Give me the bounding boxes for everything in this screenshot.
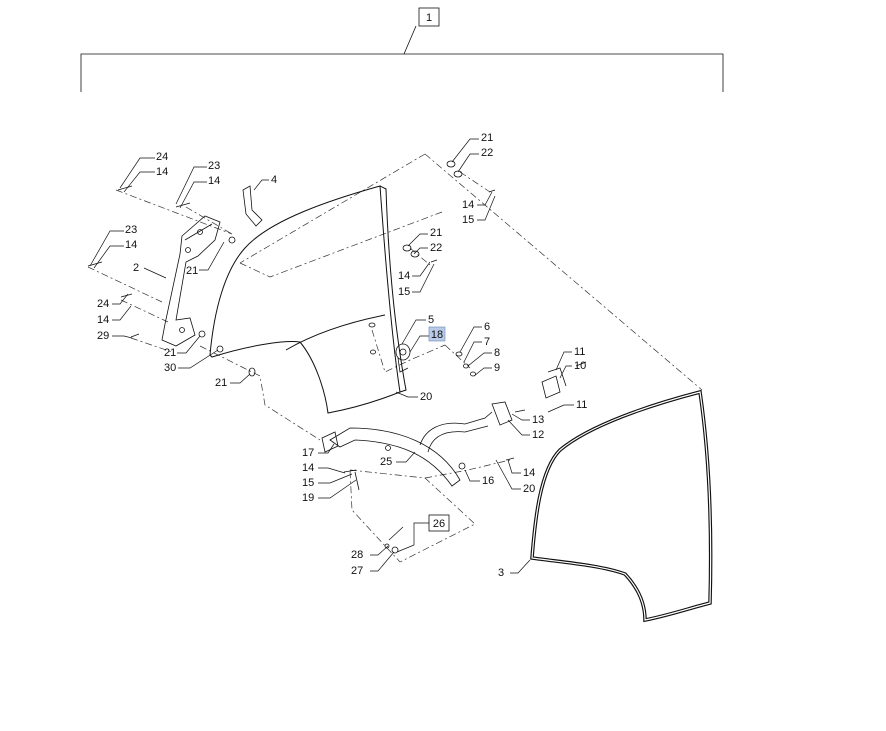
leader-lines xyxy=(89,138,574,574)
callout-label[interactable]: 24 xyxy=(97,298,109,310)
bracket-4[interactable] xyxy=(242,185,263,227)
callout-1[interactable]: 1 xyxy=(426,12,432,24)
callout-label[interactable]: 12 xyxy=(532,429,544,441)
callout-label[interactable]: 14 xyxy=(125,239,137,251)
kit-callout: 26 xyxy=(388,514,450,553)
callout-18[interactable]: 18 xyxy=(431,329,443,341)
callout-26[interactable]: 26 xyxy=(433,518,445,530)
latch[interactable] xyxy=(541,367,567,399)
callout-label[interactable]: 11 xyxy=(574,346,585,358)
callout-label[interactable]: 5 xyxy=(428,314,434,326)
callout-label[interactable]: 14 xyxy=(523,467,535,479)
assembly-bracket: 1 xyxy=(80,7,724,92)
callout-label[interactable]: 22 xyxy=(430,242,442,254)
fasteners xyxy=(87,160,587,554)
callout-label[interactable]: 28 xyxy=(351,549,363,561)
callout-label[interactable]: 20 xyxy=(420,391,432,403)
callout-label[interactable]: 15 xyxy=(302,477,314,489)
callout-label[interactable]: 9 xyxy=(494,362,500,374)
callout-label[interactable]: 21 xyxy=(430,227,442,239)
hinge[interactable] xyxy=(161,215,221,347)
callout-label[interactable]: 3 xyxy=(498,567,504,579)
callout-label[interactable]: 29 xyxy=(97,330,109,342)
callout-label[interactable]: 14 xyxy=(97,314,109,326)
callout-label[interactable]: 14 xyxy=(302,462,314,474)
callout-label[interactable]: 6 xyxy=(484,321,490,333)
regulator-arm[interactable] xyxy=(321,401,513,487)
callout-label[interactable]: 21 xyxy=(186,265,198,277)
callout-label[interactable]: 30 xyxy=(164,362,176,374)
callout-label[interactable]: 14 xyxy=(208,175,220,187)
callout-label[interactable]: 20 xyxy=(523,483,535,495)
door-seal[interactable] xyxy=(530,389,713,623)
callout-label[interactable]: 19 xyxy=(302,492,314,504)
callout-labels: 24 14 23 14 4 21 22 14 15 23 14 2 21 21 … xyxy=(97,132,587,579)
callout-label[interactable]: 27 xyxy=(351,565,363,577)
callout-label[interactable]: 14 xyxy=(156,166,168,178)
callout-label[interactable]: 21 xyxy=(481,132,493,144)
callout-box-1[interactable] xyxy=(418,7,440,27)
alignment-lines xyxy=(87,153,703,563)
callout-label[interactable]: 17 xyxy=(302,447,314,459)
callout-label[interactable]: 21 xyxy=(164,347,176,359)
callout-label[interactable]: 21 xyxy=(215,377,227,389)
callout-label[interactable]: 4 xyxy=(271,174,277,186)
callout-label[interactable]: 14 xyxy=(462,199,474,211)
callout-label[interactable]: 24 xyxy=(156,151,168,163)
callout-label[interactable]: 13 xyxy=(532,414,544,426)
callout-label[interactable]: 15 xyxy=(462,214,474,226)
callout-label[interactable]: 16 xyxy=(482,475,494,487)
callout-label[interactable]: 8 xyxy=(494,347,500,359)
callout-label[interactable]: 10 xyxy=(574,360,586,372)
callout-label[interactable]: 7 xyxy=(484,336,490,348)
glass-hole xyxy=(368,322,376,328)
callout-label[interactable]: 23 xyxy=(208,160,220,172)
callout-label[interactable]: 22 xyxy=(481,147,493,159)
door-glass[interactable] xyxy=(209,185,407,414)
callout-label[interactable]: 2 xyxy=(133,262,139,274)
callout-label[interactable]: 23 xyxy=(125,224,137,236)
callout-label[interactable]: 14 xyxy=(398,270,410,282)
callout-label[interactable]: 25 xyxy=(380,456,392,468)
stop-bracket[interactable] xyxy=(395,343,411,373)
callout-label[interactable]: 15 xyxy=(398,286,410,298)
highlight-callout-18[interactable]: 18 xyxy=(409,326,446,353)
callout-label[interactable]: 11 xyxy=(576,399,587,411)
